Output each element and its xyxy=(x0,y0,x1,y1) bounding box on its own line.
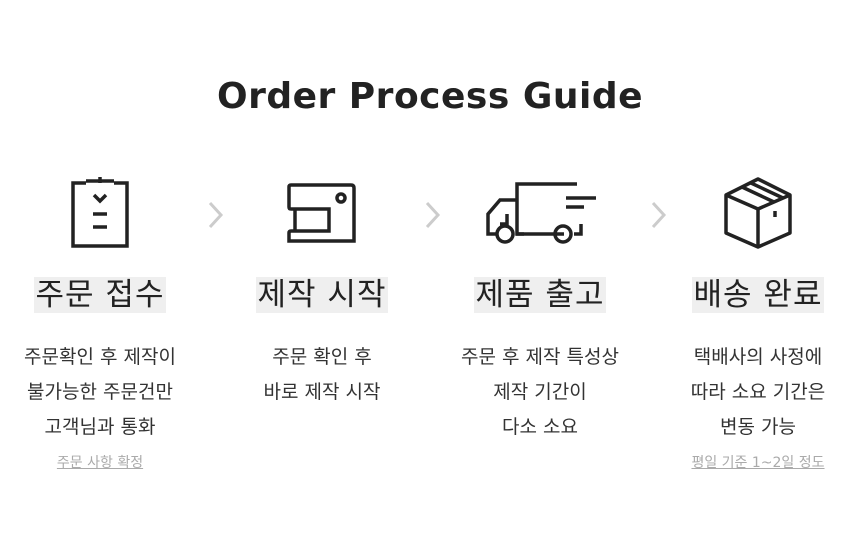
step-delivery-complete: 배송 완료 택배사의 사정에 따라 소요 기간은 변동 가능 평일 기준 1~2… xyxy=(648,176,860,472)
step-description: 주문 확인 후 바로 제작 시작 xyxy=(212,340,432,410)
step-description: 주문 후 제작 특성상 제작 기간이 다소 소요 xyxy=(430,340,650,445)
desc-line: 택배사의 사정에 xyxy=(693,346,823,368)
step-title: 제작 시작 xyxy=(255,277,389,313)
sewing-machine-icon xyxy=(212,176,432,250)
step-title: 배송 완료 xyxy=(691,277,825,313)
step-description: 택배사의 사정에 따라 소요 기간은 변동 가능 xyxy=(648,340,860,445)
step-note-link[interactable]: 주문 사항 확정 xyxy=(56,455,144,471)
desc-line: 제작 기간이 xyxy=(493,381,587,403)
desc-line: 바로 제작 시작 xyxy=(263,381,381,403)
desc-line: 고객님과 통화 xyxy=(44,416,156,438)
step-title: 제품 출고 xyxy=(473,277,607,313)
chevron-right-icon xyxy=(425,201,441,229)
truck-icon xyxy=(430,176,650,250)
clipboard-icon xyxy=(0,176,210,250)
desc-line: 주문 후 제작 특성상 xyxy=(461,346,619,368)
step-note-link[interactable]: 평일 기준 1~2일 정도 xyxy=(691,455,825,471)
desc-line: 불가능한 주문건만 xyxy=(27,381,173,403)
step-product-shipped: 제품 출고 주문 후 제작 특성상 제작 기간이 다소 소요 xyxy=(430,176,650,445)
step-description: 주문확인 후 제작이 불가능한 주문건만 고객님과 통화 xyxy=(0,340,210,445)
page-title: Order Process Guide xyxy=(216,76,644,117)
box-icon xyxy=(648,176,860,250)
step-order-received: 주문 접수 주문확인 후 제작이 불가능한 주문건만 고객님과 통화 주문 사항… xyxy=(0,176,210,472)
chevron-right-icon xyxy=(208,201,224,229)
step-title: 주문 접수 xyxy=(33,277,167,313)
chevron-right-icon xyxy=(651,201,667,229)
desc-line: 주문 확인 후 xyxy=(272,346,372,368)
desc-line: 다소 소요 xyxy=(502,416,578,438)
desc-line: 주문확인 후 제작이 xyxy=(24,346,176,368)
desc-line: 따라 소요 기간은 xyxy=(690,381,826,403)
step-production-start: 제작 시작 주문 확인 후 바로 제작 시작 xyxy=(212,176,432,410)
desc-line: 변동 가능 xyxy=(720,416,796,438)
